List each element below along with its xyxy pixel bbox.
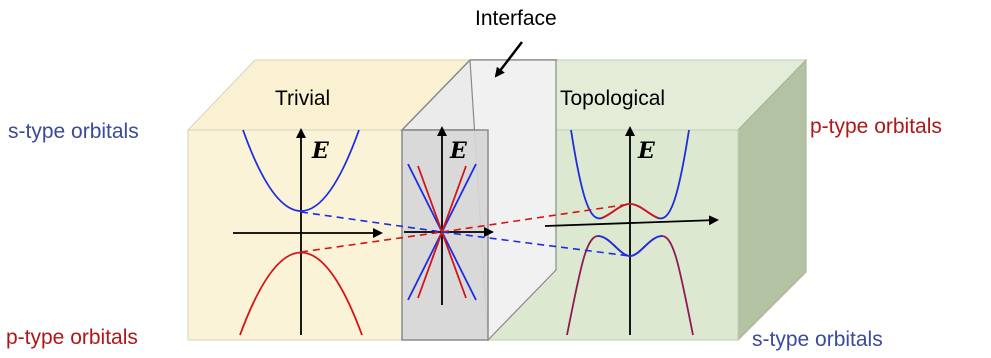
topological-upper-band-red-tip: [601, 203, 659, 219]
trivial-block: [186, 59, 472, 341]
topological-axes: [544, 126, 719, 335]
trivial-axes: [233, 128, 383, 335]
interface-slab: [400, 59, 558, 342]
interface-pointer-arrow: [494, 41, 523, 78]
blue-dashed-connector-right: [441, 231, 631, 257]
trivial-conduction-band: [242, 129, 360, 212]
red-dashed-connector-right: [441, 203, 631, 233]
topological-lower-band-blue-dip: [597, 235, 663, 257]
right-top-orbital-label: p-type orbitals: [810, 115, 942, 138]
interface-energy-label: E: [449, 138, 468, 164]
trivial-front-face: [187, 129, 403, 341]
trivial-label: Trivial: [275, 87, 330, 110]
left-top-orbital-label: s-type orbitals: [8, 120, 139, 143]
topological-momentum-axis: [544, 215, 719, 227]
topological-label: Topological: [560, 87, 665, 110]
interface-front-face: [401, 129, 489, 341]
trivial-energy-label: E: [311, 138, 330, 164]
right-bottom-orbital-label: s-type orbitals: [752, 328, 883, 351]
left-bottom-orbital-label: p-type orbitals: [6, 326, 138, 349]
topological-energy-label: E: [637, 138, 656, 164]
trivial-valence-band: [239, 251, 363, 336]
interface-label: Interface: [475, 7, 557, 30]
